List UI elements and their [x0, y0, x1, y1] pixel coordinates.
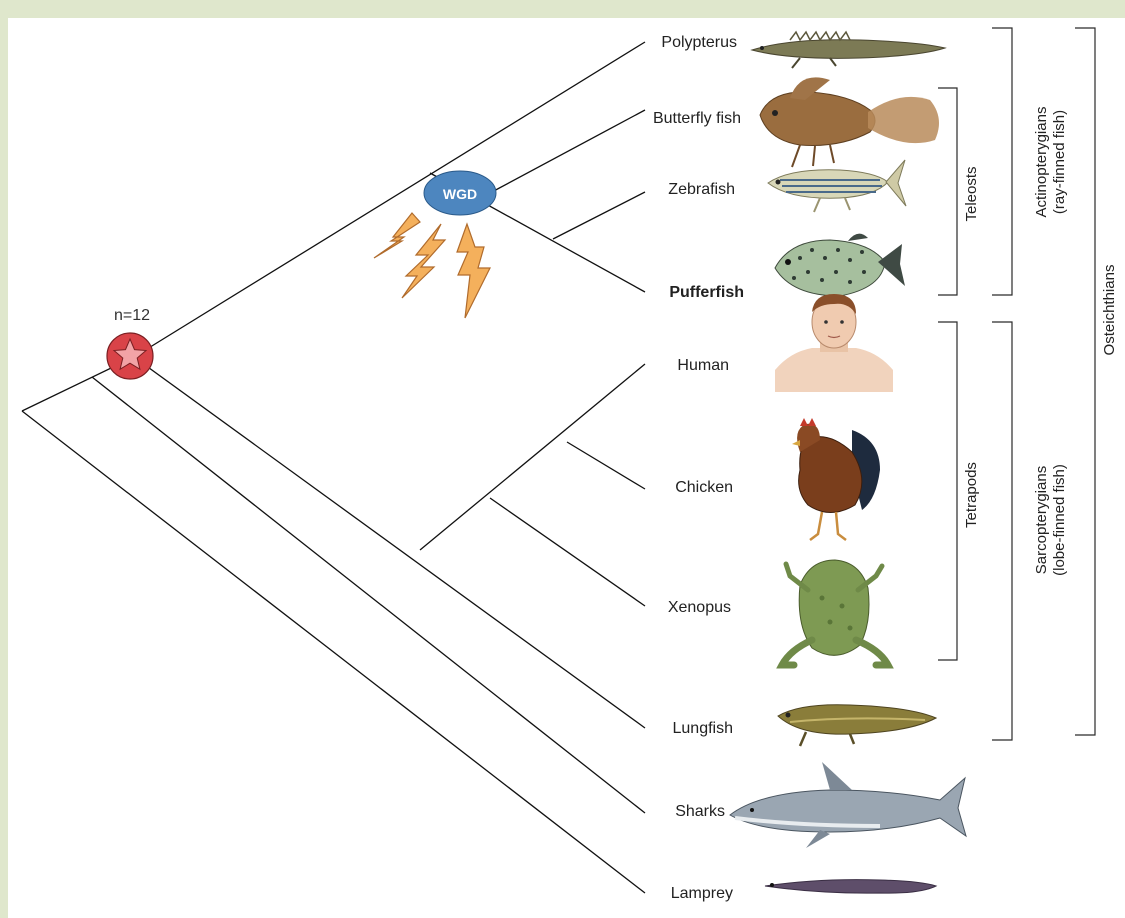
label-teleosts: Teleosts	[963, 166, 980, 221]
edge-osteichthyes-lungfish	[134, 357, 645, 728]
edge-xenopus	[490, 498, 645, 606]
tree-edges	[22, 42, 645, 893]
bracket-sarcopterygians	[992, 322, 1012, 740]
taxon-label-butterfly-fish: Butterfly fish	[653, 110, 741, 127]
label-actinopterygians-sub: (ray-finned fish)	[1051, 110, 1068, 214]
taxon-labels: Polypterus Butterfly fish Zebrafish Puff…	[653, 34, 744, 902]
taxon-label-xenopus: Xenopus	[668, 599, 731, 616]
edge-chicken	[567, 442, 645, 489]
lungfish-illustration	[778, 705, 936, 746]
edge-gnathostome-sharks	[92, 377, 645, 813]
human-illustration	[775, 294, 893, 392]
chromosome-count-label: n=12	[114, 307, 150, 324]
taxon-label-pufferfish: Pufferfish	[669, 284, 744, 301]
lamprey-illustration	[765, 880, 936, 894]
lightning-icon	[402, 224, 445, 298]
edge-tetrapod-node	[420, 364, 645, 550]
clade-brackets: Teleosts Tetrapods Actinopterygians (ray…	[938, 28, 1118, 740]
bracket-teleosts	[938, 88, 957, 295]
butterfly-fish-illustration	[760, 77, 939, 167]
ancestral-karyotype-marker: n=12	[107, 307, 153, 379]
label-sarcopterygians-sub: (lobe-finned fish)	[1051, 464, 1068, 576]
lightning-icon	[457, 224, 490, 318]
lightning-icons	[374, 213, 490, 318]
wgd-marker: WGD	[424, 171, 496, 215]
taxon-label-lamprey: Lamprey	[671, 885, 733, 902]
edge-osteichthyes-polypterus	[134, 42, 645, 357]
shark-illustration	[730, 762, 966, 848]
lightning-icon	[374, 213, 420, 258]
label-tetrapods: Tetrapods	[963, 462, 980, 528]
taxon-label-lungfish: Lungfish	[673, 720, 734, 737]
xenopus-illustration	[782, 560, 888, 665]
polypterus-illustration	[752, 32, 945, 68]
taxon-label-chicken: Chicken	[675, 479, 733, 496]
edge-butterfly-fish	[490, 110, 645, 193]
zebrafish-illustration	[768, 160, 906, 212]
bracket-osteichthians	[1075, 28, 1095, 735]
taxon-label-human: Human	[677, 357, 729, 374]
species-illustrations	[730, 32, 966, 893]
bracket-tetrapods	[938, 322, 957, 660]
chicken-illustration	[792, 418, 880, 540]
label-actinopterygians: Actinopterygians	[1033, 107, 1050, 218]
wgd-label: WGD	[443, 186, 477, 202]
edge-zebrafish	[553, 192, 645, 239]
pufferfish-illustration	[775, 234, 905, 296]
taxon-label-sharks: Sharks	[675, 803, 725, 820]
bracket-actinopterygians	[992, 28, 1012, 295]
taxon-label-zebrafish: Zebrafish	[668, 181, 735, 198]
label-sarcopterygians: Sarcopterygians	[1033, 466, 1050, 574]
taxon-label-polypterus: Polypterus	[661, 34, 737, 51]
label-osteichthians: Osteichthians	[1101, 265, 1118, 356]
edge-root-lamprey	[22, 411, 645, 893]
